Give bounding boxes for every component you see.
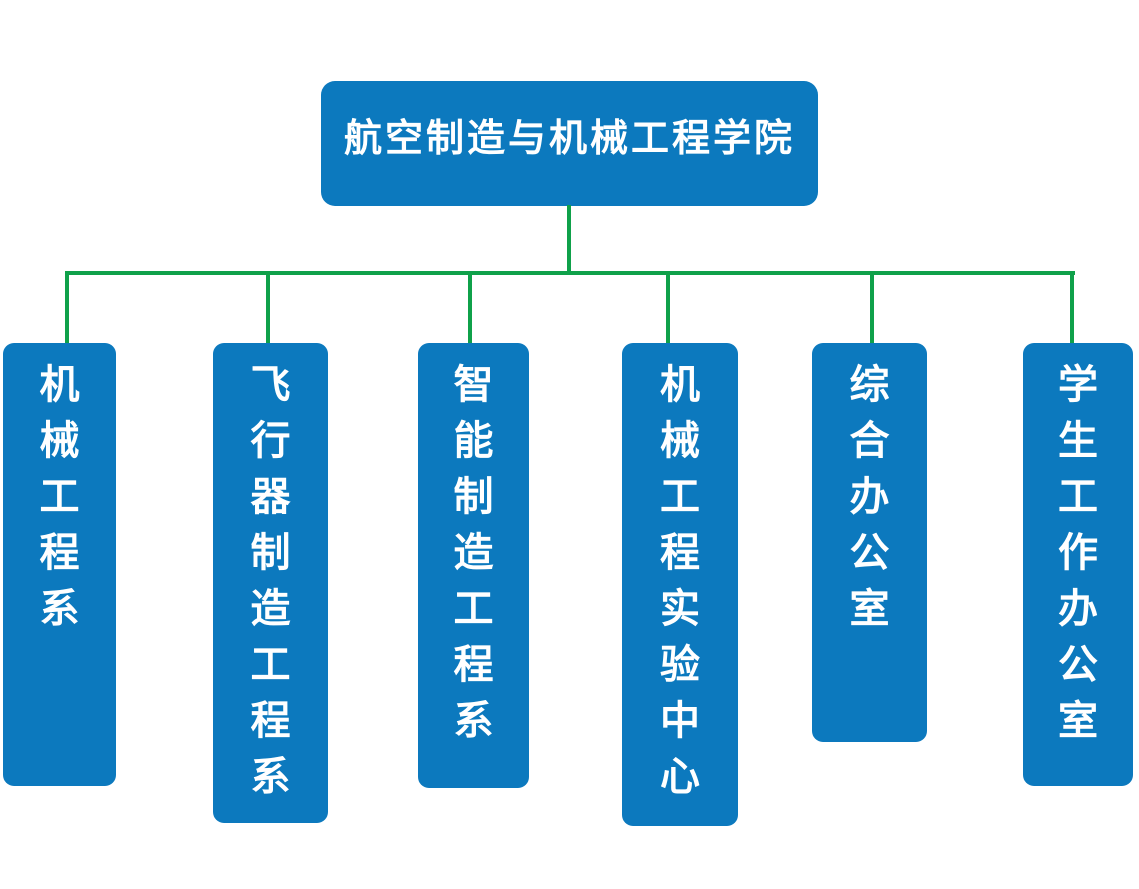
connector-drop-intelligent-manufacturing-dept bbox=[468, 273, 472, 345]
org-node-general-office: 综合办公室 bbox=[812, 343, 927, 742]
org-node-label: 综合办公室 bbox=[849, 362, 890, 631]
connector-drop-student-affairs-office bbox=[1070, 273, 1074, 345]
connector-drop-aircraft-manufacturing-dept bbox=[266, 273, 270, 345]
org-node-label: 学生工作办公室 bbox=[1058, 362, 1098, 743]
org-node-mechanical-engineering-dept: 机械工程系 bbox=[3, 343, 116, 786]
org-node-experiment-center: 机械工程实验中心 bbox=[622, 343, 738, 826]
org-node-root-label: 航空制造与机械工程学院 bbox=[343, 118, 795, 160]
connector-drop-general-office bbox=[870, 273, 874, 345]
org-node-label: 机械工程实验中心 bbox=[660, 362, 700, 799]
org-node-label: 飞行器制造工程系 bbox=[250, 362, 291, 799]
org-node-label: 机械工程系 bbox=[39, 362, 80, 631]
org-node-label: 智能制造工程系 bbox=[453, 362, 494, 743]
org-node-intelligent-manufacturing-dept: 智能制造工程系 bbox=[418, 343, 529, 788]
connector-horizontal-bar bbox=[65, 271, 1075, 275]
connector-drop-experiment-center bbox=[666, 273, 670, 345]
connector-root-stem bbox=[567, 205, 571, 273]
org-node-aircraft-manufacturing-dept: 飞行器制造工程系 bbox=[213, 343, 328, 823]
connector-drop-mechanical-engineering-dept bbox=[65, 273, 69, 345]
org-node-student-affairs-office: 学生工作办公室 bbox=[1023, 343, 1133, 786]
org-node-root: 航空制造与机械工程学院 bbox=[321, 81, 818, 206]
